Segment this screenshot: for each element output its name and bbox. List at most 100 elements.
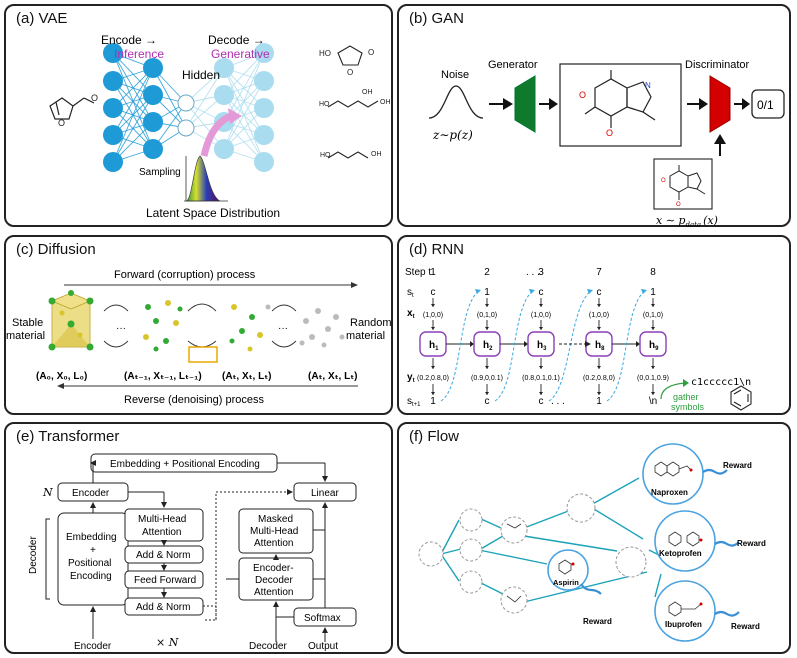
stable-crystal [48, 290, 94, 351]
rnn-dots-top: . . . [526, 267, 540, 278]
rnn-y-vector: (0.9,0,0.1) [471, 375, 503, 382]
reward-waves [580, 468, 740, 617]
row-x-label: xt [407, 308, 415, 320]
masked-mha-box [238, 508, 314, 554]
vae-edge [223, 52, 265, 150]
svg-text:HO: HO [319, 101, 330, 108]
bottom-decoder-label: Decoder [249, 641, 287, 652]
furfural-molecule: O O [49, 93, 98, 128]
vae-hidden-node [177, 94, 195, 112]
svg-text:O: O [676, 202, 681, 208]
vae-edge [112, 67, 154, 163]
rnn-title: (d) RNN [409, 241, 464, 258]
aspirin-node [547, 549, 589, 591]
rnn-output: 1 [596, 396, 602, 407]
random-label-1: Random [350, 317, 392, 329]
data-formula: x ∼ pdata(x) [656, 214, 718, 229]
random-label-2: material [346, 330, 385, 342]
masked-label-1: Masked [258, 514, 293, 525]
gather-label-2: symbols [671, 402, 705, 412]
bottom-output-label: Output [308, 641, 338, 652]
cycle-arrows [103, 303, 297, 348]
encode-label: Encode → [101, 33, 157, 47]
gan-title: (b) GAN [409, 10, 465, 27]
vae-edge [112, 67, 154, 136]
aspirin-label: Aspirin [553, 578, 579, 587]
rnn-hidden-cell [639, 331, 667, 357]
vae-node [214, 139, 234, 159]
vae-title: (a) VAE [16, 10, 68, 27]
vae-panel: (a) VAE O O HO O O HO OH OH HO OH Encode… [4, 4, 393, 227]
real-caffeine-molecule: O O [661, 165, 706, 208]
product-molecules: HO O O HO OH OH HO OH [319, 45, 391, 159]
diffusion-label-t: (Aₜ, Xₜ, Lₜ) [222, 371, 271, 382]
ibuprofen-label: Ibuprofen [665, 620, 702, 629]
generator-block [514, 75, 536, 133]
rnn-output: c [539, 396, 544, 407]
rnn-input: 1 [484, 287, 490, 298]
rnn-x-vector: (0,1,0) [643, 312, 663, 319]
decoder-side-label: Decoder [28, 536, 39, 574]
rnn-x-vector: (1,0,0) [423, 312, 443, 319]
diffusion-label-t1: (Aₜ₋₁, Xₜ₋₁, Lₜ₋₁) [124, 371, 202, 382]
rnn-feedback-arrow [606, 290, 646, 402]
svg-text:HO: HO [320, 152, 331, 159]
latent-label: Latent Space Distribution [146, 206, 280, 220]
svg-text:O: O [606, 128, 613, 138]
naproxen-label: Naproxen [651, 488, 688, 497]
smiles-output: c1ccccc1\n [691, 377, 751, 388]
mha-label-2: Attention [142, 527, 181, 538]
rnn-feedback-arrow [440, 290, 480, 402]
svg-text:OH: OH [362, 89, 373, 96]
linear-label: Linear [311, 488, 339, 499]
discriminator-label: Discriminator [685, 59, 750, 71]
masked-label-3: Attention [254, 538, 293, 549]
transformer-title: (e) Transformer [16, 428, 120, 445]
generated-molecule-box [559, 63, 682, 147]
flow-edges [440, 477, 662, 603]
rnn-columns: 1c(1,0,0)(0.2,0.8,0)1h121(0,1,0)(0.9,0,0… [417, 267, 669, 407]
row-s-label: st [407, 287, 414, 299]
svg-text:OH: OH [380, 99, 391, 106]
vae-node [254, 152, 274, 172]
vae-diagram: O O HO O O HO OH OH HO OH Encode → Infer… [49, 33, 391, 220]
noisy-crystal-2 [229, 304, 271, 352]
diffusion-diagram: Forward (corruption) process Stable mate… [6, 269, 392, 406]
dots-1: ··· [116, 323, 126, 334]
vae-node [103, 71, 123, 91]
reward-label-3: Reward [731, 622, 760, 631]
vae-node [103, 98, 123, 118]
svg-text:O: O [91, 93, 98, 103]
stable-label-2: material [6, 330, 45, 342]
vae-node [103, 152, 123, 172]
rnn-output: 1 [430, 396, 436, 407]
diffusion-panel: (c) Diffusion Forward (corruption) proce… [4, 235, 393, 415]
noise-label: Noise [441, 69, 469, 81]
sampling-label: Sampling [139, 167, 181, 178]
row-s1-label: st+1 [407, 396, 421, 408]
emb-left-2: + [90, 545, 96, 556]
caffeine-molecule: O O N [579, 70, 656, 138]
rnn-feedback-arrow [548, 290, 592, 402]
transformer-diagram: Decoder N Embedding + Positional Encodin… [28, 453, 357, 652]
masked-label-2: Multi-Head [250, 526, 298, 537]
diffusion-title: (c) Diffusion [16, 241, 96, 258]
rnn-y-vector: (0.2,0.8,0) [583, 375, 615, 382]
generative-label: Generative [211, 47, 270, 61]
vae-node [143, 112, 163, 132]
random-material [299, 308, 345, 348]
rnn-x-vector: (1,0,0) [589, 312, 609, 319]
noise-curve [428, 85, 484, 119]
rnn-y-vector: (0,0.1,0.9) [637, 375, 669, 382]
rnn-hidden-label: h2 [483, 340, 493, 352]
vae-edge [152, 67, 187, 129]
mha-label-1: Multi-Head [138, 514, 186, 525]
discriminator-block [709, 75, 731, 133]
rnn-output: \n [649, 396, 657, 407]
generator-label: Generator [488, 59, 538, 71]
vae-node [143, 139, 163, 159]
flow-intermediate-nodes [418, 493, 647, 614]
svg-text:N: N [645, 81, 651, 90]
reverse-label: Reverse (denoising) process [124, 394, 265, 406]
